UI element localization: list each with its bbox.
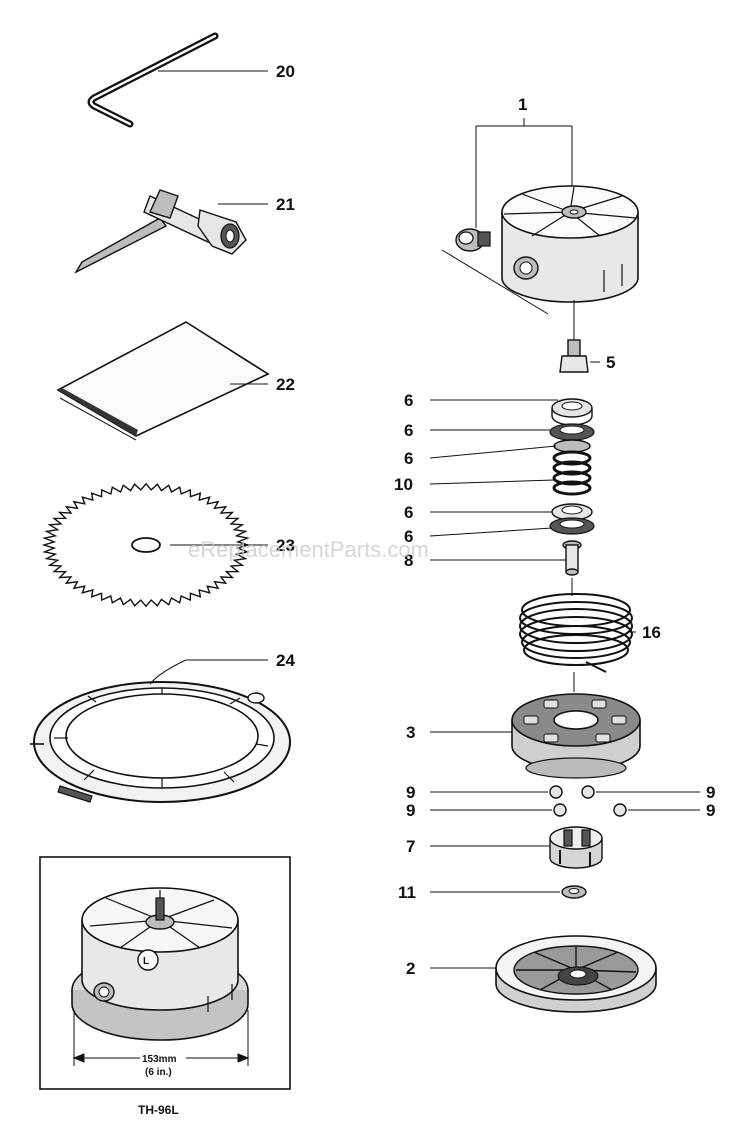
part-9-balls	[549, 785, 627, 817]
part-6-washer-mid	[549, 423, 595, 441]
callout-23: 23	[276, 536, 295, 555]
callout-5: 5	[606, 353, 615, 372]
part-1-bracket	[441, 118, 573, 315]
part-10-spring	[552, 450, 592, 496]
callout-1: 1	[518, 95, 527, 114]
part-1-eyelet	[455, 228, 491, 252]
part-3-spool	[511, 693, 641, 779]
callout-6a: 6	[404, 391, 413, 410]
callout-20: 20	[276, 62, 295, 81]
callout-9b: 9	[706, 783, 715, 802]
callout-2: 2	[406, 959, 415, 978]
callout-7: 7	[406, 837, 415, 856]
callout-9d: 9	[706, 801, 715, 820]
callout-9c: 9	[406, 801, 415, 820]
part-6-washer-b	[549, 517, 595, 535]
callout-24: 24	[276, 651, 295, 670]
part-2-bottom-cover	[495, 935, 657, 1013]
part-24-guard-ring	[30, 681, 291, 803]
part-20-hex-key	[87, 32, 219, 128]
watermark: eReplacementParts.com	[188, 537, 429, 562]
part-16-line-coil	[519, 593, 633, 673]
part-6-washer-low	[553, 439, 591, 453]
callout-6c: 6	[404, 449, 413, 468]
callout-3: 3	[406, 723, 415, 742]
inset-caption: TH-96L	[138, 1103, 179, 1117]
callout-10: 10	[394, 475, 413, 494]
leader-24-drop	[149, 659, 187, 685]
inset-badge: L	[143, 956, 149, 967]
callout-9a: 9	[406, 783, 415, 802]
part-6-washer-upper	[551, 398, 593, 426]
part-23-saw-blade	[41, 482, 251, 608]
callout-6e: 6	[404, 527, 413, 546]
callout-16: 16	[642, 623, 661, 642]
part-1-head-housing	[501, 185, 639, 303]
part-21-plug-wrench	[74, 189, 247, 274]
inset-th96l: L 153mm (6 in.)	[39, 856, 291, 1090]
leader-6c	[429, 445, 557, 459]
part-11-washer	[561, 885, 587, 899]
callout-6b: 6	[404, 421, 413, 440]
part-7-cam-block	[549, 826, 603, 869]
callout-11: 11	[398, 883, 416, 902]
inset-dimension-mm: 153mm	[142, 1054, 177, 1065]
callout-6d: 6	[404, 503, 413, 522]
callout-21: 21	[276, 195, 295, 214]
leader-10	[429, 479, 555, 485]
part-5-bolt	[559, 339, 589, 373]
callout-22: 22	[276, 375, 295, 394]
part-8-pin	[562, 540, 582, 576]
leader-6e	[429, 527, 553, 537]
inset-dimension-in: (6 in.)	[145, 1067, 172, 1078]
callout-8: 8	[404, 551, 413, 570]
part-22-instruction-sheet	[56, 321, 270, 441]
